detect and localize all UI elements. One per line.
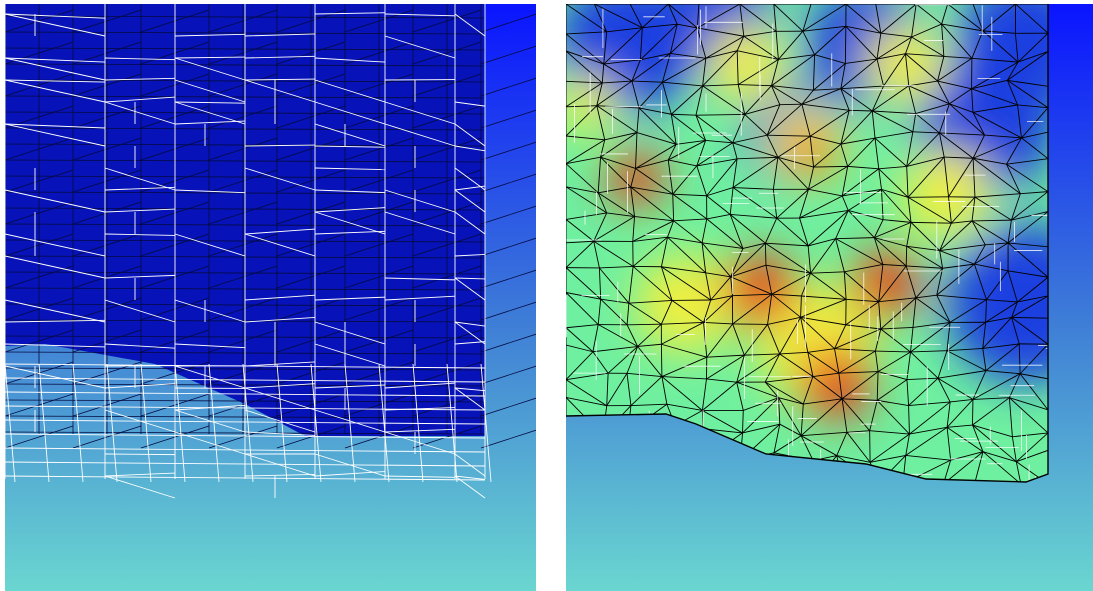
field-high-region	[706, 24, 786, 104]
right-mesh-render	[566, 4, 1093, 591]
field-high-region	[901, 149, 991, 239]
field-peak-region	[789, 132, 833, 176]
field-low-region	[946, 224, 1048, 384]
field-peak-region	[725, 253, 797, 325]
field-high-region	[866, 24, 946, 104]
mesh-lines-light	[5, 4, 492, 499]
mesh-lines-dark	[566, 4, 1048, 482]
left-mesh-render	[5, 4, 536, 591]
right-panel-heatmap-mesh	[566, 4, 1093, 591]
mesh-boundary	[566, 4, 1049, 483]
field-peak-region	[852, 250, 920, 318]
left-panel-uniform-mesh	[5, 4, 536, 591]
field-low-region	[956, 4, 1048, 114]
